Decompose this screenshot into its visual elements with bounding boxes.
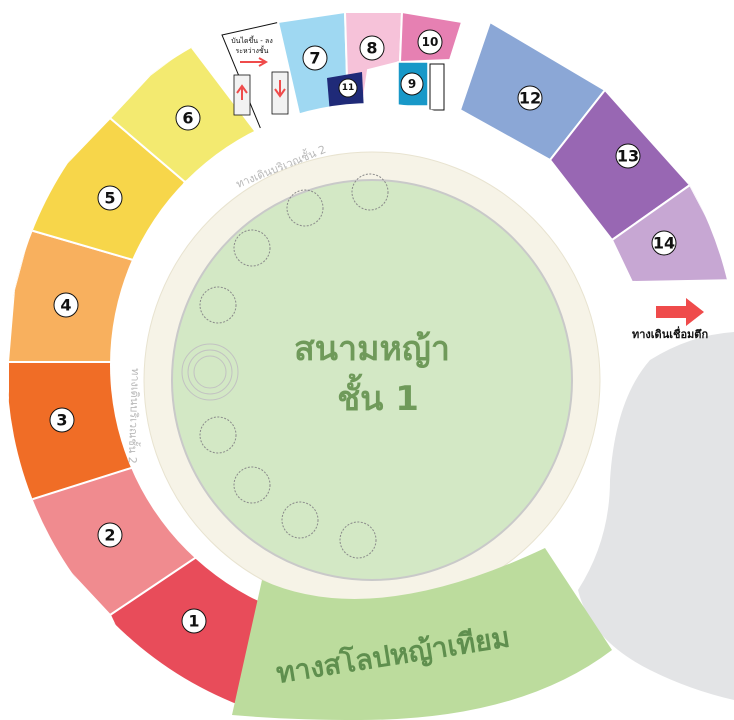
trees (199, 173, 389, 559)
room-number: 10 (422, 35, 439, 49)
connector-label: ทางเดินเชื่อมตึก (632, 326, 708, 341)
tree-icon (199, 416, 237, 454)
room-badges: 1 2 3 4 5 6 7 8 9 10 11 12 13 14 (49, 29, 677, 634)
room-number: 12 (519, 89, 541, 108)
room-number: 7 (309, 49, 320, 68)
room-number: 9 (408, 77, 416, 91)
tree-icon (233, 229, 271, 267)
room-number: 2 (104, 526, 115, 545)
room-number: 5 (104, 189, 115, 208)
room-number: 4 (60, 296, 71, 315)
tree-icon (339, 521, 377, 559)
grey-area (578, 332, 734, 700)
stairs-detail: บันไดขึ้น - ลง ระหว่างชั้น (231, 34, 289, 116)
lawn (171, 179, 573, 581)
room-number: 6 (182, 109, 193, 128)
room-number: 3 (56, 411, 67, 430)
tree-icon (351, 173, 389, 211)
arrow-right-icon (240, 57, 269, 67)
room-number: 11 (342, 83, 355, 93)
tree-icon (233, 466, 271, 504)
tree-icon (281, 501, 319, 539)
room-number: 13 (617, 147, 639, 166)
lawn-floor-label: ชั้น 1 (337, 373, 419, 419)
room-number: 8 (366, 39, 377, 58)
tree-icon (199, 286, 237, 324)
room-number: 14 (653, 234, 675, 253)
stairs-label: บันไดขึ้น - ลง (231, 34, 273, 45)
slope-area (232, 548, 612, 720)
room-number: 1 (188, 612, 199, 631)
room-9-side (429, 63, 445, 111)
arrow-down-icon (274, 80, 286, 98)
lawn-title: สนามหญ้า (294, 329, 450, 369)
walkway-label-left: ทางเดินบริเวณชั้น 2 (126, 368, 144, 464)
fountain-icon (181, 343, 239, 401)
tree-icon (286, 189, 324, 227)
arrow-right-icon (656, 298, 704, 326)
stairs-label: ระหว่างชั้น (236, 44, 269, 55)
arrow-up-icon (236, 84, 248, 100)
